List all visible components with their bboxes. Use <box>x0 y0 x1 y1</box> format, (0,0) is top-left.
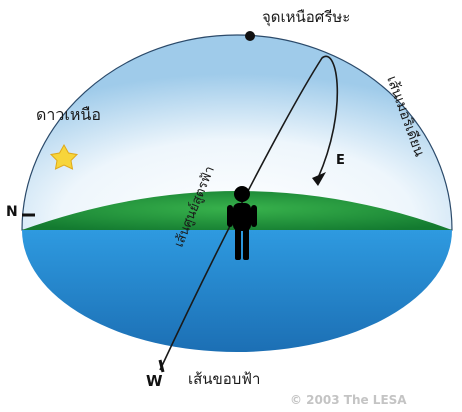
east-label: E <box>336 153 345 168</box>
west-label: W <box>146 372 163 390</box>
north-star-label: ดาวเหนือ <box>36 105 101 124</box>
zenith-label: จุดเหนือศรีษะ <box>262 8 350 27</box>
zenith-dot <box>245 31 255 41</box>
north-star-icon <box>49 143 79 170</box>
sky-dome <box>21 34 453 231</box>
north-label: N <box>6 204 18 220</box>
horizon-label: เส้นขอบฟ้า <box>188 370 260 388</box>
person-silhouette <box>227 186 257 260</box>
copyright-credit: © 2003 The LESA <box>290 393 407 407</box>
celestial-equator-arc <box>159 55 339 371</box>
arrow-head <box>312 172 326 186</box>
west-tick <box>158 359 165 373</box>
ground-side <box>22 230 452 352</box>
